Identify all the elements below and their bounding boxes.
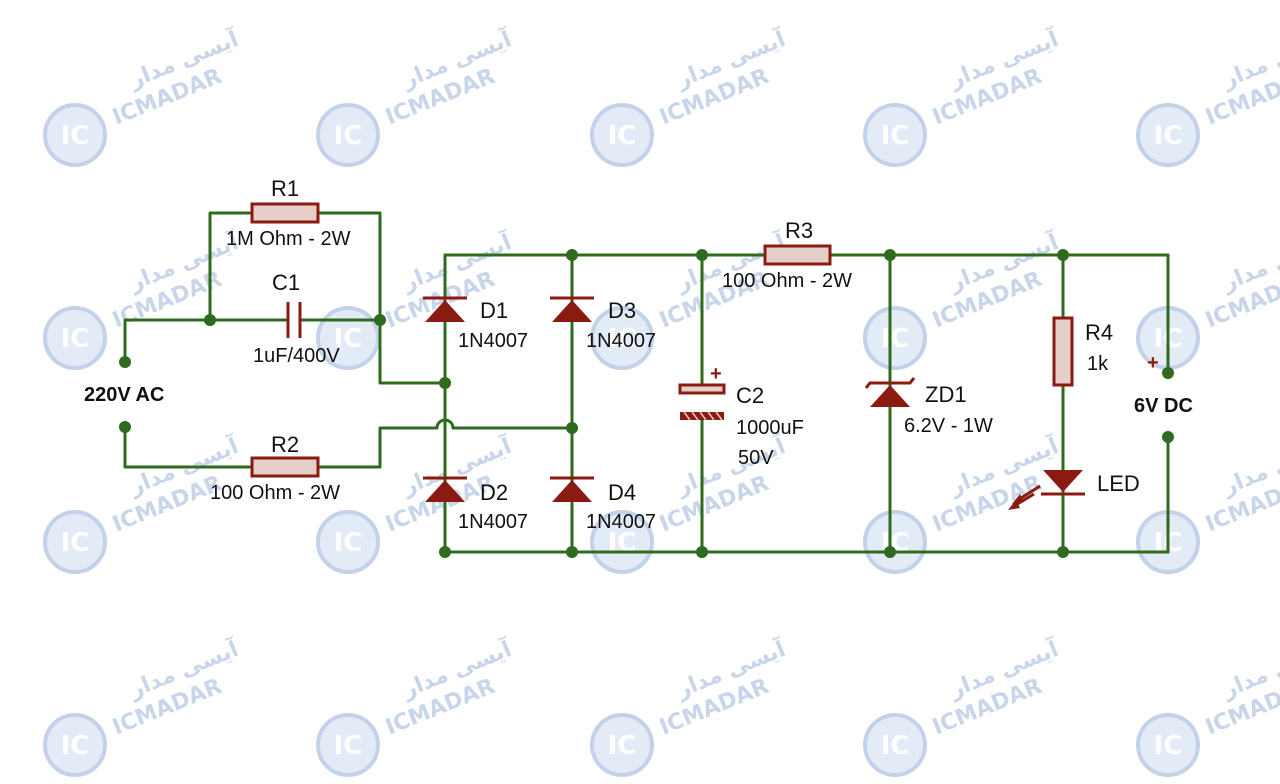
junction bbox=[566, 422, 578, 434]
svg-text:IC: IC bbox=[61, 528, 90, 558]
terminals bbox=[119, 356, 1174, 443]
svg-text:IC: IC bbox=[1154, 121, 1183, 151]
resistor-r2 bbox=[250, 456, 320, 478]
ac-terminal-bottom bbox=[119, 421, 131, 433]
svg-text:IC: IC bbox=[334, 528, 363, 558]
resistor-r1 bbox=[250, 202, 320, 224]
resistor-r4 bbox=[1052, 316, 1074, 387]
junction bbox=[884, 546, 896, 558]
led-name: LED bbox=[1097, 471, 1140, 496]
svg-text:IC: IC bbox=[1154, 731, 1183, 761]
ac-terminal-top bbox=[119, 356, 131, 368]
junction bbox=[204, 314, 216, 326]
d3-name: D3 bbox=[608, 298, 636, 323]
capacitor-c2 bbox=[678, 383, 726, 421]
junction bbox=[439, 377, 451, 389]
zd1-value: 6.2V - 1W bbox=[904, 415, 993, 437]
c1-value: 1uF/400V bbox=[253, 345, 340, 367]
capacitor-c1 bbox=[286, 302, 302, 338]
diode-d2 bbox=[423, 476, 467, 502]
svg-text:IC: IC bbox=[61, 731, 90, 761]
c2-name: C2 bbox=[736, 383, 764, 408]
svg-text:IC: IC bbox=[881, 121, 910, 151]
r2-value: 100 Ohm - 2W bbox=[210, 482, 340, 504]
r3-name: R3 bbox=[785, 218, 813, 243]
dc-terminal-negative bbox=[1162, 431, 1174, 443]
junctions bbox=[204, 249, 1069, 558]
c1-name: C1 bbox=[272, 270, 300, 295]
svg-text:IC: IC bbox=[61, 324, 90, 354]
r3-value: 100 Ohm - 2W bbox=[722, 270, 852, 292]
zener-diode-zd1 bbox=[864, 377, 916, 407]
r2-name: R2 bbox=[271, 432, 299, 457]
d1-value: 1N4007 bbox=[458, 330, 528, 352]
svg-text:IC: IC bbox=[61, 121, 90, 151]
r4-name: R4 bbox=[1085, 320, 1113, 345]
c2-polarity: + bbox=[710, 363, 722, 385]
svg-text:IC: IC bbox=[334, 121, 363, 151]
d1-name: D1 bbox=[480, 298, 508, 323]
junction bbox=[1057, 249, 1069, 261]
zd1-name: ZD1 bbox=[925, 382, 967, 407]
junction bbox=[566, 546, 578, 558]
d4-value: 1N4007 bbox=[586, 511, 656, 533]
diode-d3 bbox=[550, 296, 594, 322]
dc-terminal-positive bbox=[1162, 367, 1174, 379]
led bbox=[1008, 470, 1085, 510]
diode-d4 bbox=[550, 476, 594, 502]
junction bbox=[566, 249, 578, 261]
input-label: 220V AC bbox=[84, 384, 164, 406]
resistor-r3 bbox=[763, 244, 832, 266]
junction bbox=[439, 546, 451, 558]
svg-text:IC: IC bbox=[334, 324, 363, 354]
junction bbox=[374, 314, 386, 326]
junction bbox=[1057, 546, 1069, 558]
svg-text:IC: IC bbox=[608, 324, 637, 354]
diode-d1 bbox=[423, 296, 467, 322]
d4-name: D4 bbox=[608, 480, 636, 505]
r4-value: 1k bbox=[1087, 353, 1109, 375]
output-label: 6V DC bbox=[1134, 395, 1193, 417]
junction bbox=[696, 546, 708, 558]
output-polarity: + bbox=[1147, 352, 1159, 374]
r1-value: 1M Ohm - 2W bbox=[226, 228, 351, 250]
svg-text:IC: IC bbox=[881, 324, 910, 354]
c2-value: 1000uF bbox=[736, 417, 804, 439]
junction bbox=[696, 249, 708, 261]
svg-text:IC: IC bbox=[608, 731, 637, 761]
wires bbox=[123, 211, 1170, 554]
r1-name: R1 bbox=[271, 176, 299, 201]
d2-value: 1N4007 bbox=[458, 511, 528, 533]
svg-text:IC: IC bbox=[334, 731, 363, 761]
c2-voltage: 50V bbox=[738, 447, 774, 469]
d3-value: 1N4007 bbox=[586, 330, 656, 352]
junction bbox=[884, 249, 896, 261]
d2-name: D2 bbox=[480, 480, 508, 505]
svg-text:IC: IC bbox=[608, 121, 637, 151]
svg-text:IC: IC bbox=[881, 731, 910, 761]
